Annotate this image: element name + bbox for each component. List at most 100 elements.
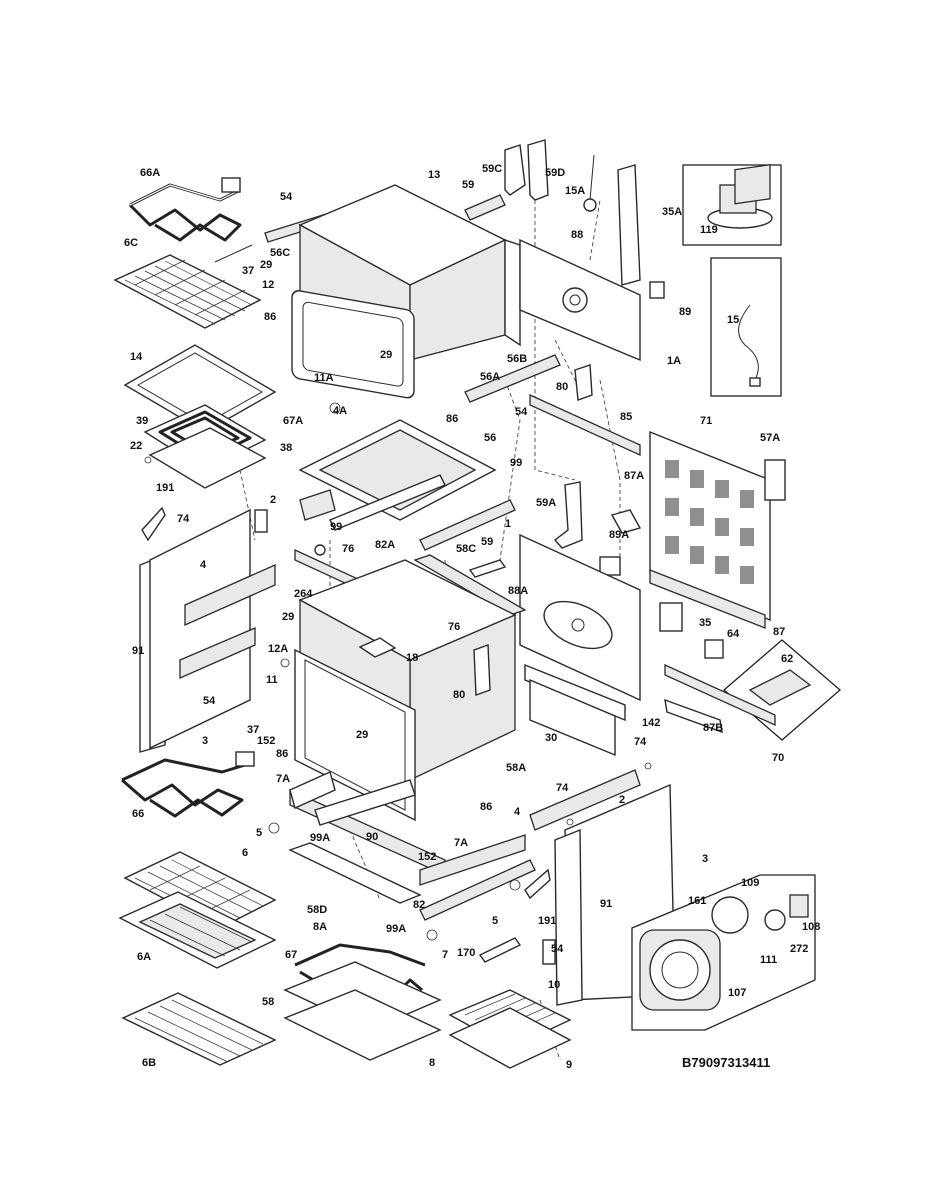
part-label: 142 [642, 717, 660, 729]
part-label: 10 [548, 979, 560, 991]
part-label: 91 [132, 645, 144, 657]
part-label: 74 [556, 782, 569, 794]
screws [144, 402, 652, 941]
part-18 [358, 637, 397, 658]
part-label: 15A [565, 185, 585, 197]
part-label: 58 [262, 996, 274, 1008]
part-label: 1 [505, 518, 511, 530]
part-label: 59 [481, 536, 493, 548]
part-label: 37 [242, 265, 254, 277]
part-label: 87 [773, 626, 785, 638]
bracket-80-lower [473, 644, 491, 696]
bracket-85 [529, 393, 641, 457]
diagram-code: B79097313411 [682, 1055, 770, 1070]
part-label: 191 [156, 482, 174, 494]
part-label: 35A [662, 206, 682, 218]
part-label: 58C [456, 543, 476, 555]
part-label: 7A [276, 773, 290, 785]
part-label: 89A [609, 529, 629, 541]
bracket-191-left [141, 506, 166, 542]
part-label: 56 [484, 432, 496, 444]
part-label: 109 [741, 877, 759, 889]
part-label: 30 [545, 732, 557, 744]
part-label: 59 [462, 179, 474, 191]
part-label: 54 [203, 695, 216, 707]
part-label: 15 [727, 314, 739, 326]
part-label: 87B [703, 722, 723, 734]
part-label: 152 [257, 735, 275, 747]
rear-cover-71 [649, 430, 771, 622]
bracket-59c [504, 144, 526, 196]
part-label: 161 [688, 895, 706, 907]
upper-broil-element [128, 177, 242, 242]
rail-4-left [184, 563, 276, 627]
part-label: 7 [442, 949, 448, 961]
part-label: 56B [507, 353, 527, 365]
part-label: 82A [375, 539, 395, 551]
part-label: 37 [247, 724, 259, 736]
insulation-58d [288, 842, 422, 904]
part-label: 2 [270, 494, 276, 506]
part-label: 54 [551, 943, 564, 955]
part-label: 18 [406, 652, 418, 664]
part-label: 29 [282, 611, 294, 623]
part-label: 56C [270, 247, 290, 259]
sensor-15a [583, 154, 597, 212]
part-label: 58A [506, 762, 526, 774]
part-label: 66A [140, 167, 160, 179]
bracket-59d [527, 139, 549, 201]
channel-87 [649, 569, 766, 629]
part-label: 82 [413, 899, 425, 911]
duct-column-35a [617, 164, 641, 286]
part-label: 14 [130, 351, 143, 363]
part-label: 108 [802, 921, 820, 933]
side-frame-left [149, 508, 251, 750]
part-label: 99A [386, 923, 406, 935]
bracket-54-lower [542, 939, 556, 965]
rack-6c [113, 254, 262, 329]
duct-59 [464, 194, 506, 221]
part-label: 6 [242, 847, 248, 859]
part-label: 59D [545, 167, 565, 179]
part-label: 64 [727, 628, 740, 640]
part-label: 3 [202, 735, 208, 747]
part-label: 76 [448, 621, 460, 633]
part-label: 3 [702, 853, 708, 865]
component-35 [659, 602, 683, 632]
bar-70 [664, 663, 776, 727]
part-label: 86 [276, 748, 288, 760]
convection-fan-box [631, 874, 816, 1031]
part-label: 11A [314, 372, 334, 384]
part-label: 152 [418, 851, 436, 863]
part-label: 29 [260, 259, 272, 271]
rail-99-left [299, 489, 336, 521]
part-label: 91 [600, 898, 612, 910]
rail-54-mid [464, 354, 561, 403]
bracket-82a [329, 474, 446, 531]
part-label: 119 [700, 224, 718, 236]
part-label: 6B [142, 1057, 156, 1069]
part-label: 170 [457, 947, 475, 959]
part-label: 56A [480, 371, 500, 383]
part-label: 7A [454, 837, 468, 849]
bracket-191-right [524, 868, 551, 900]
vent-panel-30 [529, 678, 616, 757]
panel-142 [524, 663, 626, 722]
part-label: 5 [492, 915, 498, 927]
rail-90 [314, 779, 416, 826]
part-label: 35 [699, 617, 711, 629]
part-label: 4 [514, 806, 521, 818]
bake-element-67 [283, 943, 442, 1061]
rail-54-left [179, 627, 256, 679]
part-label: 88A [508, 585, 528, 597]
inset-box-15 [710, 164, 782, 397]
lower-broil-element [121, 751, 255, 818]
part-label: 62 [781, 653, 793, 665]
part-label: 66 [132, 808, 144, 820]
plate-57a [764, 459, 786, 501]
part-label: 264 [294, 588, 313, 600]
part-label: 1A [667, 355, 681, 367]
component-89a [599, 556, 621, 576]
